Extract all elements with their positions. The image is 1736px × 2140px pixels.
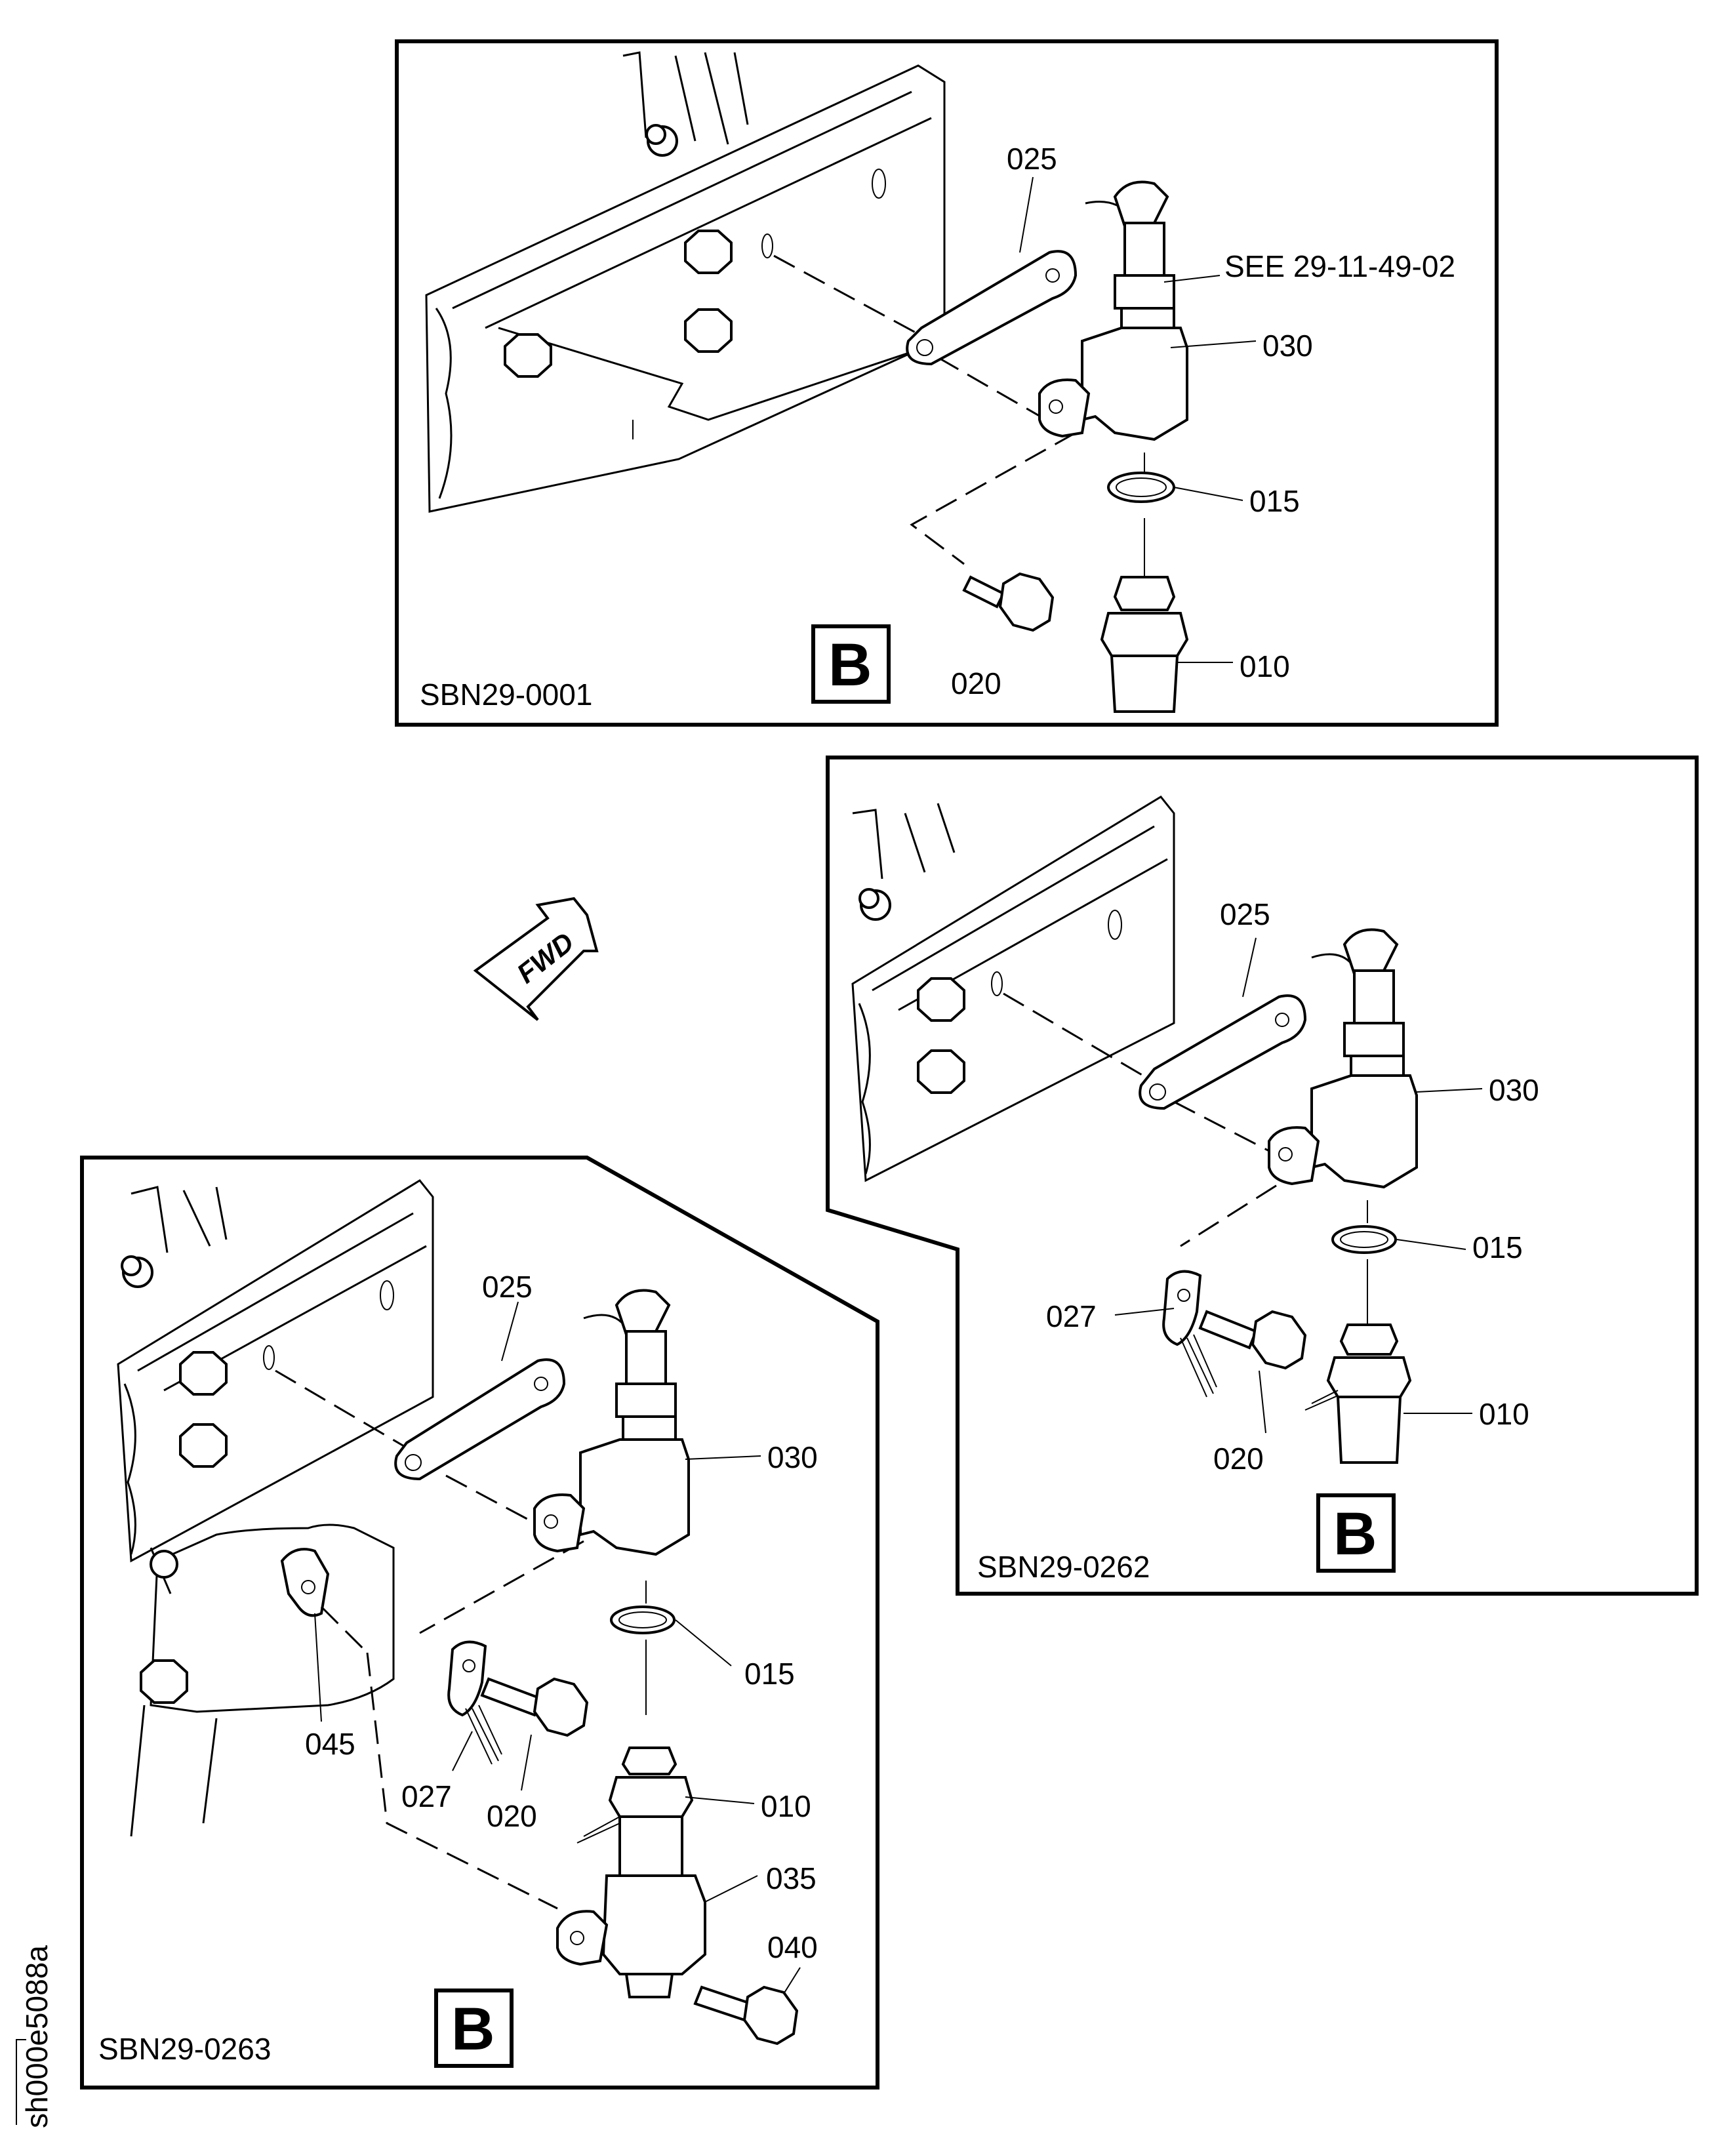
o-ring-015 <box>1107 472 1175 503</box>
callout-045: 045 <box>305 1727 355 1761</box>
view-letter: B <box>451 1996 495 2063</box>
bolt-020 <box>1198 1310 1307 1370</box>
callout-040: 040 <box>767 1930 818 1964</box>
clip-027 <box>1162 1270 1217 1398</box>
sensor-010 <box>576 1746 694 1877</box>
callout-035: 035 <box>766 1861 817 1895</box>
link-025 <box>394 1358 566 1481</box>
sheet-id-bracket <box>16 2039 26 2125</box>
panel-frame <box>80 1156 879 2090</box>
sheet-id: sh000e5088a <box>20 1945 54 2128</box>
adapter-035 <box>556 1874 706 1998</box>
nut <box>504 169 886 378</box>
o-ring-015 <box>1331 1225 1397 1254</box>
bolt-020 <box>480 1677 589 1737</box>
o-ring-015 <box>610 1605 676 1634</box>
panel-id: SBN29-0262 <box>977 1550 1150 1584</box>
callout-020: 020 <box>1213 1442 1264 1476</box>
view-letter: B <box>828 632 872 698</box>
view-letter-box <box>434 1989 514 2068</box>
callout-027: 027 <box>1046 1299 1097 1333</box>
callout-020: 020 <box>487 1799 537 1833</box>
switch-030 <box>533 1289 690 1556</box>
callout-025: 025 <box>1220 897 1270 931</box>
panel-id: SBN29-0001 <box>420 677 592 712</box>
callout-015: 015 <box>744 1657 795 1691</box>
callout-020: 020 <box>951 666 1001 700</box>
bolt-020 <box>962 572 1055 632</box>
panel-sbn29-0263: 025 030 015 045 027 020 010 035 040 B SB… <box>80 1156 879 2090</box>
panel-sbn29-0001: 025 SEE 29-11-49-02 030 015 010 020 B SB… <box>395 39 1499 727</box>
structure-beam <box>117 1179 434 1837</box>
structure-beam <box>425 51 946 513</box>
callout-010: 010 <box>761 1789 811 1823</box>
link-025 <box>1139 994 1307 1110</box>
link-025 <box>906 250 1078 366</box>
panel-sbn29-0262: 025 030 015 027 020 010 B SBN29-0262 <box>826 756 1699 1596</box>
callout-010: 010 <box>1240 649 1290 683</box>
callout-030: 030 <box>1489 1073 1539 1107</box>
callout-027: 027 <box>401 1779 452 1813</box>
callout-030: 030 <box>1262 329 1313 363</box>
switch-030 <box>1038 180 1188 441</box>
switch-030 <box>1268 928 1418 1189</box>
view-letter-box <box>1316 1493 1396 1573</box>
callout-010: 010 <box>1479 1397 1529 1431</box>
view-letter-box <box>811 624 891 704</box>
sensor-010 <box>1304 1323 1412 1464</box>
structure-beam <box>851 796 1175 1182</box>
callout-see-reference: SEE 29-11-49-02 <box>1224 249 1455 283</box>
sensor-010 <box>1100 576 1189 713</box>
fwd-arrow: FWD <box>473 897 599 1021</box>
callout-030: 030 <box>767 1440 818 1474</box>
callout-025: 025 <box>482 1270 533 1304</box>
clip-027 <box>447 1640 502 1765</box>
view-letter: B <box>1333 1501 1377 1567</box>
panel-frame <box>395 39 1499 727</box>
callout-015: 015 <box>1249 484 1300 518</box>
bolt-040 <box>693 1985 799 2046</box>
panel-frame <box>826 756 1699 1596</box>
panel-id: SBN29-0263 <box>98 2032 271 2066</box>
callout-025: 025 <box>1007 142 1057 176</box>
callout-015: 015 <box>1472 1230 1523 1264</box>
clamp-045 <box>280 1548 330 1617</box>
